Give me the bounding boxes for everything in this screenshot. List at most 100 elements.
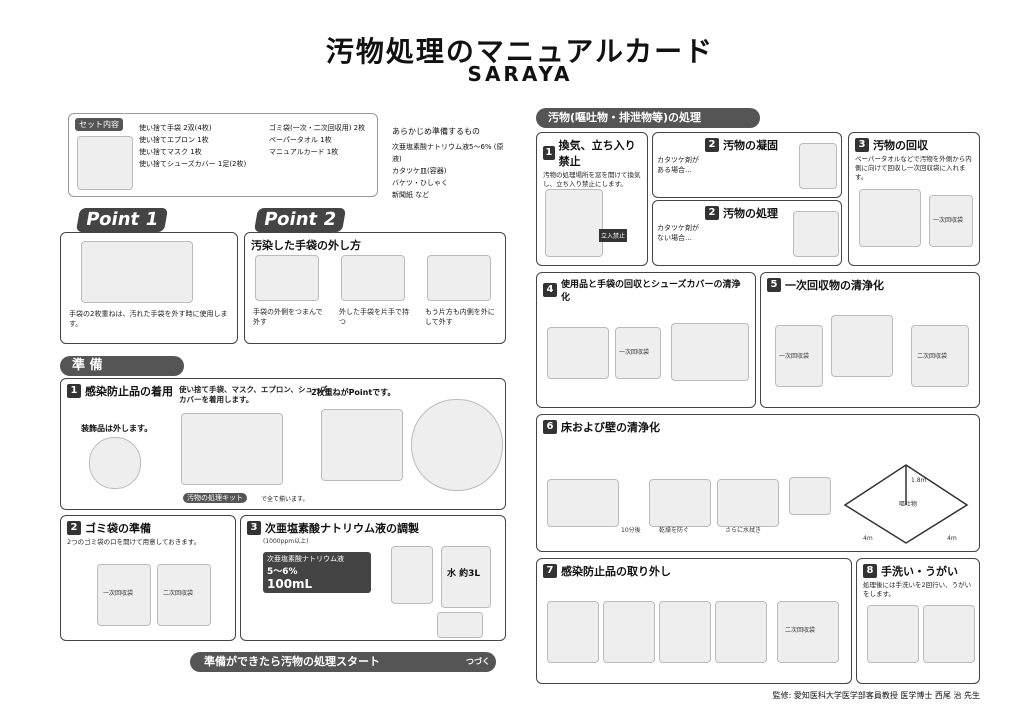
step-number: 5 — [767, 278, 781, 292]
protective-items-image — [181, 413, 283, 485]
step-title: 使用品と手袋の回収とシューズカバーの清浄化 — [560, 280, 741, 303]
start-bar: 準備ができたら汚物の処理スタート つづく — [190, 652, 496, 672]
height-label: 1.8m — [911, 477, 927, 484]
step-text: 外した手袋を片手で持つ — [339, 308, 409, 326]
step-image — [255, 255, 319, 301]
prep-item: バケツ・ひしゃく — [392, 179, 448, 187]
step-title: ゴミ袋の準備 — [85, 522, 151, 535]
point-bubble: 2枚重ねがPointです。 — [311, 388, 396, 397]
window-image — [545, 189, 603, 257]
handwash-image — [867, 605, 919, 663]
proc-step2a-box: 2 汚物の凝固 カタツケ剤がある場合… — [652, 132, 842, 198]
set-item: 使い捨てエプロン 1枚 — [139, 136, 209, 144]
proc-step8-box: 8 手洗い・うがい 処理後には手洗いを2回行い、うがいをします。 — [856, 558, 980, 684]
step-title: 床および壁の清浄化 — [561, 421, 660, 434]
step-number: 2 — [705, 138, 719, 152]
step-number: 3 — [855, 138, 869, 152]
solution-percent: 5〜6% — [267, 567, 298, 577]
area-outline — [843, 464, 969, 544]
step-title: 感染防止品の着用 — [85, 385, 173, 398]
bag-image — [97, 564, 151, 626]
prep-step3-box: 3 次亜塩素酸ナトリウム液の調製 (1000ppm以上) 次亜塩素酸ナトリウム液… — [240, 515, 506, 641]
solution-volume: 100mL — [267, 577, 313, 591]
no-entry-sign: 立入禁止 — [599, 229, 628, 242]
brand-logo: SARAYA — [467, 62, 573, 86]
concentration-note: (1000ppm以上) — [263, 538, 309, 545]
step-title: 感染防止品の取り外し — [561, 565, 671, 578]
point1-box: 手袋の2枚重ねは、汚れた手袋を外す時に使用します。 — [60, 232, 238, 344]
point2-heading: 汚染した手袋の外し方 — [251, 239, 361, 252]
no-accessory-image — [89, 437, 141, 489]
remove-mask-image — [659, 601, 711, 663]
set-contents-box: セット内容 使い捨て手袋 2双(4枚) 使い捨てエプロン 1枚 使い捨てマスク … — [68, 113, 378, 197]
solution-label: 次亜塩素酸ナトリウム液 5〜6% 100mL — [263, 552, 371, 593]
bag-image — [777, 601, 839, 663]
proc-step2b-box: 2 汚物の処理 カタツケ剤がない場合… — [652, 200, 842, 266]
prep-title: あらかじめ準備するもの — [392, 127, 480, 136]
pour-image — [831, 315, 893, 377]
set-item: マニュアルカード 1枚 — [269, 148, 339, 156]
point1-badge: Point 1 — [75, 208, 169, 232]
page-title: 汚物処理のマニュアルカード — [325, 35, 715, 68]
remove-gloves-image — [547, 601, 599, 663]
person-mask-image — [411, 399, 503, 491]
gargle-image — [923, 605, 975, 663]
container-image — [391, 546, 433, 604]
prep-step2-box: 2 ゴミ袋の準備 2つのゴミ袋の口を開けて用意しておきます。 一次回収袋 二次回… — [60, 515, 236, 641]
remove-apron-image — [603, 601, 655, 663]
set-item: ゴミ袋(一次・二次回収用) 2枚 — [269, 124, 366, 132]
prep-header: 準 備 — [60, 356, 184, 376]
prep-item: 新聞紙 など — [392, 191, 430, 199]
cover-image — [547, 479, 619, 527]
center-label: 嘔吐物 — [899, 501, 918, 508]
set-item: ペーパータオル 1枚 — [269, 136, 332, 144]
step-title: 次亜塩素酸ナトリウム液の調製 — [265, 522, 419, 535]
set-item: 使い捨てマスク 1枚 — [139, 148, 202, 156]
distance-label: 4m — [863, 535, 873, 542]
dry-label: 乾燥を防ぐ — [659, 527, 690, 534]
proc-step5-box: 5 一次回収物の清浄化 一次回収袋 二次回収袋 — [760, 272, 980, 408]
step-text: もう片方も内側を外にして外す — [425, 308, 495, 326]
supervisor-footer: 監修: 愛知医科大学医学部客員教授 医学博士 西尾 治 先生 — [772, 691, 980, 700]
water-wipe-image — [717, 479, 779, 527]
proc-step1-box: 1 換気、立ち入り禁止 汚物の処理場所を窓を開けて換気し、立ち入り禁止にします。… — [536, 132, 648, 266]
bag-label: 二次回収袋 — [785, 627, 816, 634]
step-number: 4 — [543, 283, 557, 297]
next-label: つづく — [466, 657, 490, 666]
bag-label: 二次回収袋 — [917, 353, 948, 360]
step-title: 汚物の凝固 — [723, 139, 778, 152]
bag-image — [911, 325, 969, 387]
step-number: 7 — [543, 564, 557, 578]
prep-step1-box: 1 感染防止品の着用 使い捨て手袋、マスク、エプロン、シューズカバーを着用します… — [60, 378, 506, 510]
powder-image — [799, 143, 837, 189]
start-label: 準備ができたら汚物の処理スタート — [204, 655, 380, 668]
step-desc: ペーパータオルなどで汚物を外側から内側に向けて回収し一次回収袋に入れます。 — [855, 155, 972, 181]
bag-image — [157, 564, 211, 626]
bag-image — [775, 325, 823, 387]
step-number: 3 — [247, 521, 261, 535]
prep-list: あらかじめ準備するもの 次亜塩素酸ナトリウム液5〜6% (原液) カタツケ皿(容… — [392, 126, 512, 201]
bag-label: 一次回収袋 — [103, 590, 134, 597]
collect-image — [859, 189, 921, 247]
step-desc: 処理後には手洗いを2回行い、うがいをします。 — [863, 581, 972, 598]
kit-text: で全て揃います。 — [261, 496, 309, 503]
wipe-image — [649, 479, 711, 527]
process-header: 汚物(嘔吐物・排泄物等)の処理 — [536, 108, 760, 128]
point2-badge: Point 2 — [253, 208, 347, 232]
step-image — [341, 255, 405, 301]
time-label: 10分後 — [621, 527, 641, 534]
bucket-image — [437, 612, 483, 638]
proc-step3-box: 3 汚物の回収 ペーパータオルなどで汚物を外側から内側に向けて回収し一次回収袋に… — [848, 132, 980, 266]
distance-label: 4m — [947, 535, 957, 542]
step-title: 一次回収物の清浄化 — [785, 279, 884, 292]
proc-step7-box: 7 感染防止品の取り外し 二次回収袋 — [536, 558, 852, 684]
bag-label: 二次回収袋 — [163, 590, 194, 597]
set-item: 使い捨てシューズカバー 1足(2枚) — [139, 160, 247, 168]
step-number: 2 — [705, 206, 719, 220]
condition-label: カタツケ剤がない場合… — [657, 224, 699, 242]
accessory-note: 装飾品は外します。 — [81, 424, 153, 433]
step-number: 1 — [543, 146, 555, 160]
step-title: 汚物の処理 — [723, 207, 778, 220]
step-number: 1 — [67, 384, 81, 398]
point2-box: 汚染した手袋の外し方 手袋の外側をつまんで外す 外した手袋を片手で持つ もう片方… — [244, 232, 506, 344]
